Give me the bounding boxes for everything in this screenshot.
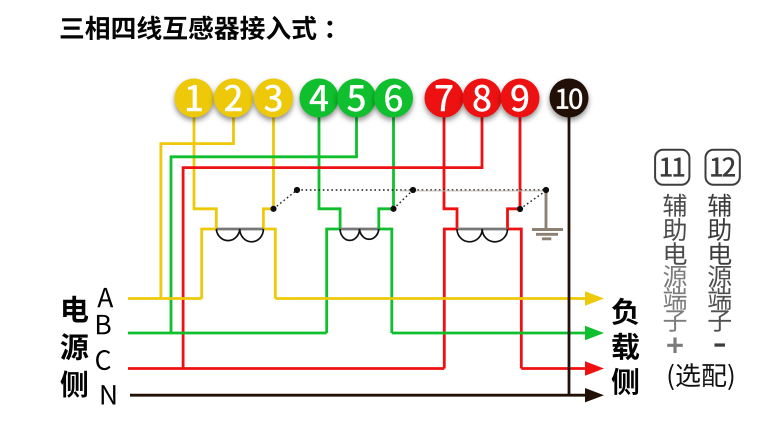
phase-c-arrow [585, 361, 604, 376]
terminal-7-wire [442, 98, 459, 229]
ct-a-primary-riser-right [263, 227, 277, 299]
junction-dot [516, 205, 524, 213]
neutral-arrow [585, 388, 604, 403]
aux-terminal-12-number [711, 157, 736, 177]
terminal-7-number [435, 85, 453, 112]
ct-a-primary-riser-left [200, 227, 217, 299]
line-label-a [97, 287, 114, 308]
terminal-4 [299, 78, 339, 118]
terminal-5-wire [169, 98, 358, 333]
terminal-7 [424, 78, 464, 118]
terminal-9-number [511, 84, 529, 112]
junction-dot [542, 186, 550, 194]
line-label-c [96, 350, 111, 371]
aux-terminal-11-box [654, 148, 691, 186]
ct-phase-b-coil [339, 228, 380, 242]
terminal-4-wire [317, 98, 342, 229]
terminal-9 [500, 78, 540, 118]
ct-b-primary-riser-left [325, 227, 341, 333]
ct-b-primary-riser-right [378, 227, 394, 333]
page-title [60, 15, 333, 41]
terminal-4-number [309, 85, 329, 112]
terminal-8-wire [181, 98, 484, 369]
terminal-9-wire [506, 98, 522, 229]
junction-dot [409, 186, 417, 194]
terminal-1-number [186, 85, 202, 112]
neutral-wiring [130, 98, 604, 403]
aux-terminal-11-box-outline [654, 148, 691, 186]
ct-c-primary-riser-left [442, 227, 457, 369]
junction-dot [293, 186, 301, 194]
meter-terminals [174, 78, 589, 118]
phase-a-verticals [159, 98, 277, 299]
junction-dot [270, 205, 277, 212]
terminal-10-circle [549, 78, 589, 118]
terminal-5 [337, 78, 376, 118]
terminal-3-number [264, 84, 282, 112]
earth-symbol [532, 228, 563, 241]
terminal-2-wire [159, 98, 235, 299]
aux-terminal-11-label [663, 193, 687, 354]
phase-a-arrow [585, 291, 604, 306]
ct-phase-b [339, 227, 380, 242]
earth-link-diagonal-1 [273, 189, 298, 210]
aux-terminal-12-label [708, 193, 732, 347]
terminal-6-circle [374, 78, 413, 118]
terminal-1 [174, 78, 214, 118]
load-side-label [611, 297, 640, 396]
terminal-3 [254, 78, 293, 118]
terminal-2-number [224, 84, 242, 112]
phase-b-arrow [585, 325, 604, 341]
ct-phase-c [456, 227, 509, 243]
ct-phase-a-coil [215, 228, 265, 243]
ct-phase-a [215, 227, 265, 243]
aux-terminal-12-box [704, 148, 741, 186]
terminal-6-wire [377, 98, 395, 229]
terminal-5-circle [337, 78, 376, 118]
terminal-9-circle [500, 78, 540, 118]
ct-secondary-earth-link [273, 189, 547, 210]
terminal-6-number [385, 84, 403, 112]
terminal-2 [214, 78, 253, 118]
terminal-8-number [473, 84, 491, 112]
terminal-10 [549, 78, 589, 118]
terminal-1-wire [192, 98, 218, 229]
aux-terminal-11-number [660, 157, 685, 177]
source-side-label [60, 295, 89, 398]
phase-b-line [128, 325, 604, 341]
phase-c-line [128, 361, 604, 376]
ct-phase-c-coil [456, 228, 509, 243]
terminal-4-circle [299, 78, 339, 118]
earth-link-diagonal-2 [393, 189, 414, 210]
terminal-5-number [347, 85, 365, 112]
line-label-n [101, 385, 116, 405]
junction-dot [390, 205, 397, 212]
terminal-6 [374, 78, 413, 118]
terminal-2-circle [214, 78, 253, 118]
ct-c-primary-riser-right [507, 227, 523, 369]
phase-c-verticals [181, 98, 523, 369]
aux-terminal-12-box-outline [704, 148, 741, 186]
line-label-b [96, 314, 111, 335]
earth-link-diagonal-3 [519, 190, 547, 210]
terminal-8 [462, 78, 502, 118]
terminal-3-wire [262, 98, 275, 229]
phase-a-line [128, 291, 604, 306]
terminal-10-number [556, 88, 583, 110]
earth-assembly [270, 186, 563, 241]
aux-optional-note [668, 363, 734, 391]
